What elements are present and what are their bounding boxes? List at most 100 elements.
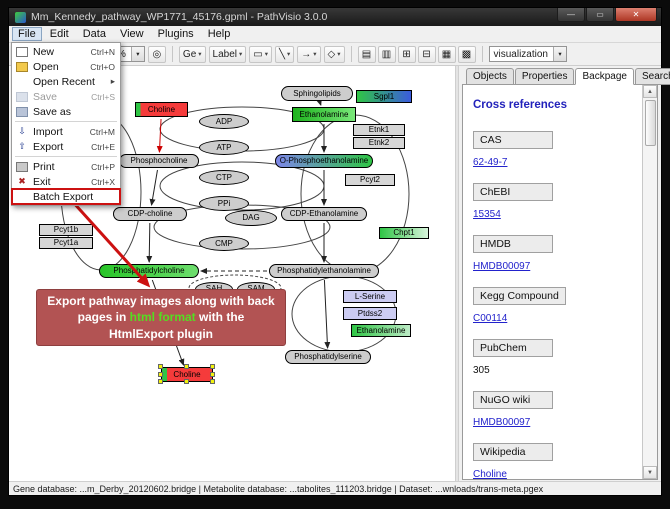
tab-objects[interactable]: Objects [466, 68, 514, 85]
line-tool[interactable]: ╲▾ [274, 45, 295, 63]
pathway-node-chpt1[interactable]: Chpt1 [379, 227, 429, 239]
scrollbar-thumb[interactable] [644, 100, 656, 146]
distribute-horizontal-button[interactable]: ▦ [437, 45, 456, 63]
menu-item-label: Open [33, 60, 59, 73]
menu-item-label: Open Recent [33, 75, 95, 88]
zoom-dropdown-arrow-icon[interactable]: ▾ [130, 47, 144, 61]
selection-handle[interactable] [158, 364, 163, 369]
pathway-node-atp[interactable]: ATP [199, 140, 249, 155]
window-controls: — ▭ ✕ [556, 8, 657, 22]
title-bar[interactable]: Mm_Kennedy_pathway_WP1771_45176.gpml - P… [9, 8, 661, 26]
menu-item-label: Batch Export [33, 190, 94, 203]
selection-handle[interactable] [184, 379, 189, 384]
gene-product-tool[interactable]: Ge▾ [178, 45, 206, 63]
menu-edit[interactable]: Edit [49, 28, 69, 40]
align-left-button[interactable]: ▤ [357, 45, 376, 63]
pathway-node-ctp[interactable]: CTP [199, 170, 249, 185]
xref-link[interactable]: 15354 [473, 209, 501, 220]
xref-link[interactable]: HMDB00097 [473, 417, 531, 428]
tab-backpage[interactable]: Backpage [575, 68, 634, 85]
selection-handle[interactable] [210, 371, 215, 377]
visualization-dropdown-arrow-icon[interactable]: ▾ [553, 47, 566, 61]
pathway-node-adp[interactable]: ADP [199, 114, 249, 129]
pathway-node-etnk1[interactable]: Etnk1 [353, 124, 405, 136]
tab-search[interactable]: Search [634, 68, 670, 85]
pathway-node-cdp-ethanolamine[interactable]: CDP-Ethanolamine [281, 207, 367, 221]
selection-handle[interactable] [210, 364, 215, 369]
menu-file[interactable]: File [12, 27, 42, 41]
menu-plugins[interactable]: Plugins [157, 28, 194, 40]
vertical-scrollbar[interactable]: ▲ ▼ [642, 85, 657, 479]
tab-properties[interactable]: Properties [514, 68, 575, 85]
pathway-node-phosphatidylethanolamine[interactable]: Phosphatidylethanolamine [269, 264, 379, 278]
xref-link[interactable]: C00114 [473, 313, 508, 324]
template-tool[interactable]: ◇▾ [323, 45, 345, 63]
pathway-node-choline-top[interactable]: Choline [135, 102, 188, 117]
menu-view[interactable]: View [119, 28, 144, 40]
visualization-combobox[interactable]: visualization ▾ [488, 46, 567, 62]
pathway-node-phosphatidylserine[interactable]: Phosphatidylserine [285, 350, 371, 364]
splitter-handle[interactable] [455, 66, 459, 483]
menu-item-label: Export [33, 140, 64, 153]
shape-tool-glyph: ▭ [253, 48, 263, 60]
menu-help[interactable]: Help [207, 28, 231, 40]
connector-tool[interactable]: →▾ [297, 45, 321, 63]
tool-buttons: Ge▾Label▾▭▾╲▾→▾◇▾ [178, 45, 345, 63]
pathway-node-ethanolamine-right[interactable]: Ethanolamine [351, 324, 411, 337]
selection-handle[interactable] [158, 371, 163, 377]
align-bottom-button[interactable]: ⊟ [417, 45, 436, 63]
pathway-node-ppi[interactable]: PPi [199, 196, 249, 211]
align-top-button[interactable]: ⊞ [397, 45, 416, 63]
selection-handle[interactable] [158, 379, 163, 384]
dropdown-caret-icon: ▾ [264, 51, 268, 58]
shape-tool[interactable]: ▭▾ [249, 45, 272, 63]
pathway-node-o-phosphoethanolamine[interactable]: O-Phosphoethanolamine [275, 154, 373, 168]
pathway-node-phosphocholine[interactable]: Phosphocholine [119, 154, 199, 168]
pathway-node-pcyt1b[interactable]: Pcyt1b [39, 224, 93, 236]
selection-handle[interactable] [184, 364, 189, 369]
align-center-button[interactable]: ▥ [377, 45, 396, 63]
pathway-node-pcyt1a[interactable]: Pcyt1a [39, 237, 93, 249]
selection-handle[interactable] [210, 379, 215, 384]
label-tool[interactable]: Label▾ [208, 45, 247, 63]
pathway-node-pcyt2[interactable]: Pcyt2 [345, 174, 395, 186]
pathway-node-ethanolamine-top[interactable]: Ethanolamine [292, 107, 356, 122]
close-button[interactable]: ✕ [615, 8, 657, 22]
pathway-node-l-serine[interactable]: L-Serine [343, 290, 397, 303]
file-menu-item-open-recent[interactable]: Open Recent ▸ [12, 74, 120, 89]
line-tool-glyph: ╲ [278, 48, 286, 60]
file-menu-item-save-as[interactable]: Save as [12, 104, 120, 119]
submenu-arrow-icon: ▸ [110, 76, 115, 86]
pathway-node-sgpl1[interactable]: Sgpl1 [356, 90, 412, 103]
scroll-up-icon[interactable]: ▲ [643, 85, 657, 98]
side-panel: ObjectsPropertiesBackpageSearchLegend Cr… [459, 66, 670, 483]
menu-data[interactable]: Data [82, 28, 106, 40]
distribute-vertical-button[interactable]: ▩ [457, 45, 476, 63]
xref-source-name: ChEBI [473, 183, 553, 201]
maximize-button[interactable]: ▭ [586, 8, 614, 22]
minimize-button[interactable]: — [557, 8, 585, 22]
pathway-node-etnk2[interactable]: Etnk2 [353, 137, 405, 149]
scroll-down-icon[interactable]: ▼ [643, 466, 657, 479]
pathway-node-sphingolipids[interactable]: Sphingolipids [281, 86, 353, 101]
xref-link[interactable]: Choline [473, 469, 507, 479]
pathway-node-ptdss2[interactable]: Ptdss2 [343, 307, 397, 320]
zoom-fit-button[interactable]: ◎ [147, 45, 166, 63]
xref-link[interactable]: 62-49-7 [473, 157, 508, 168]
reaction-loop [188, 274, 282, 302]
file-menu-item-batch-export[interactable]: Batch Export [11, 188, 121, 205]
xref-link[interactable]: HMDB00097 [473, 261, 531, 272]
pathway-node-phosphatidylcholine[interactable]: Phosphatidylcholine [99, 264, 199, 278]
pathway-node-cdp-choline[interactable]: CDP-choline [113, 207, 187, 221]
pathway-node-dag[interactable]: DAG [225, 210, 277, 226]
pathway-node-cmp[interactable]: CMP [199, 236, 249, 251]
